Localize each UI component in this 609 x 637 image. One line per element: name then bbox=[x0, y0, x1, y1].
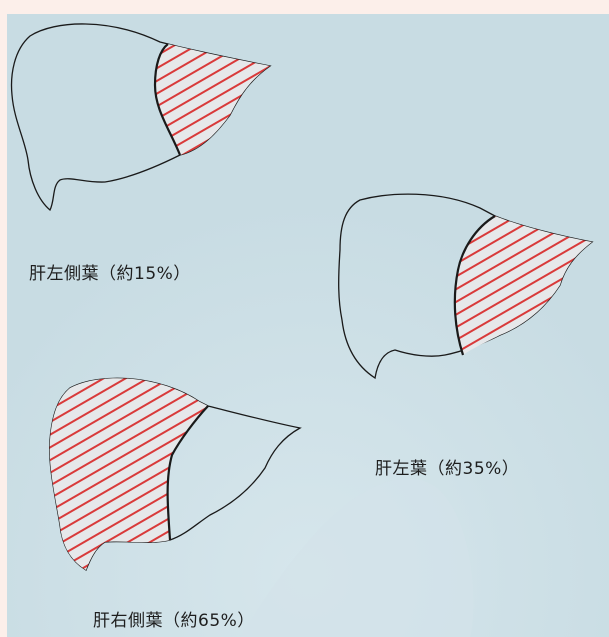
label-left-lateral-segment: 肝左側葉（約15%） bbox=[29, 264, 191, 284]
resected-region bbox=[454, 216, 592, 355]
label-left-lobe: 肝左葉（約35%） bbox=[375, 459, 520, 479]
liver-left-lobe bbox=[338, 193, 594, 380]
resection-line bbox=[166, 405, 209, 541]
label-right-lateral-segment: 肝右側葉（約65%） bbox=[93, 611, 255, 631]
resection-line bbox=[153, 43, 182, 156]
liver-outline bbox=[10, 23, 272, 212]
liver-resection-diagram bbox=[7, 14, 609, 637]
liver-outline bbox=[338, 193, 594, 380]
resected-region bbox=[155, 44, 270, 155]
liver-right-lateral-segment bbox=[49, 377, 302, 571]
background-shadow-shape bbox=[240, 479, 474, 637]
diagram-frame: 肝左側葉（約15%） 肝左葉（約35%） 肝右側葉（約65%） bbox=[7, 14, 609, 637]
resection-line bbox=[453, 215, 496, 356]
liver-left-lateral-segment bbox=[10, 23, 272, 212]
